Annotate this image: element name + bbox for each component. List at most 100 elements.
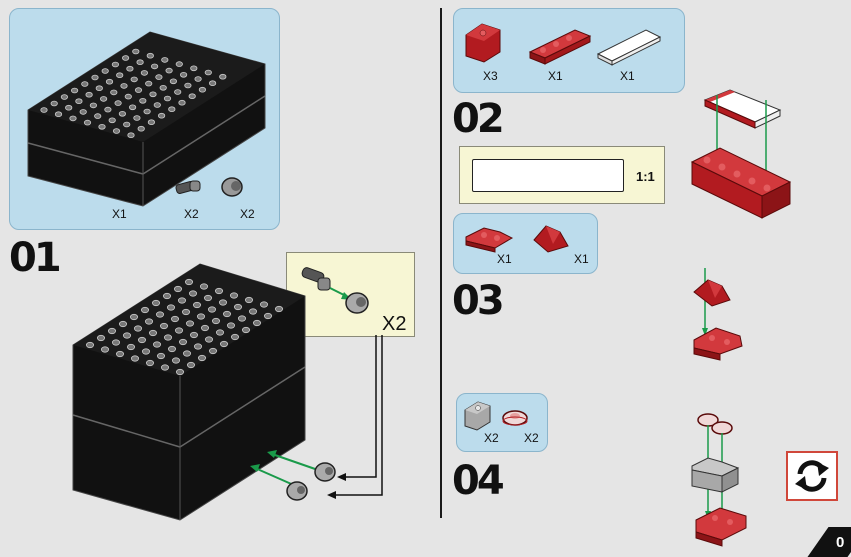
stud	[165, 67, 173, 74]
studs-large	[86, 278, 283, 376]
stud	[133, 115, 141, 121]
stud	[153, 102, 161, 108]
stud	[184, 82, 192, 89]
stud	[124, 93, 132, 100]
stud	[207, 306, 216, 313]
stud	[162, 292, 171, 300]
stud	[146, 52, 154, 59]
stud	[178, 99, 186, 106]
stud	[188, 290, 197, 297]
stud	[163, 95, 172, 102]
step-03-number: 03	[452, 278, 505, 324]
callout-bushing	[345, 292, 369, 314]
stud	[133, 325, 142, 332]
stud	[219, 73, 227, 80]
studs-small	[40, 48, 227, 139]
grey-bracket-part	[464, 401, 491, 431]
stud	[136, 59, 144, 65]
stud	[204, 336, 213, 343]
red-plate-part	[528, 29, 592, 65]
stud	[129, 313, 138, 321]
stud	[200, 324, 209, 332]
stud	[130, 355, 139, 362]
stud	[118, 111, 127, 117]
red-bracket-part	[465, 23, 501, 63]
stud	[159, 85, 167, 91]
stud	[173, 285, 182, 293]
step-02-part-qty-bracket: X3	[483, 69, 498, 83]
stud	[94, 113, 102, 119]
stud	[155, 74, 163, 80]
stud	[83, 119, 92, 126]
callout-pin	[301, 267, 331, 291]
stud	[188, 93, 196, 99]
stud	[230, 333, 239, 341]
step-01-number: 01	[9, 235, 62, 281]
stud	[145, 80, 153, 87]
stud	[123, 121, 131, 128]
white-tile-part	[596, 29, 662, 66]
stud	[71, 87, 79, 94]
page-number: 0	[836, 534, 845, 551]
stud	[101, 346, 110, 353]
stud	[130, 76, 138, 83]
step-01-callout-qty: X2	[382, 313, 407, 335]
stud	[137, 336, 146, 344]
stud	[101, 68, 109, 74]
step-01-part-qty-box: X1	[112, 207, 127, 221]
stud	[65, 104, 73, 111]
stud	[241, 326, 250, 334]
stud	[192, 301, 201, 309]
stud	[198, 86, 206, 93]
step-02-part-qty-plate: X1	[548, 69, 563, 83]
stud	[116, 72, 124, 78]
stud	[54, 111, 63, 117]
stud	[209, 80, 217, 86]
stud	[111, 61, 120, 68]
stud	[110, 89, 118, 96]
stud	[95, 85, 103, 91]
stud	[211, 317, 220, 325]
stud	[140, 70, 148, 76]
stud	[75, 98, 83, 104]
step-01-part-qty-pin: X2	[184, 207, 199, 221]
stud	[186, 361, 195, 369]
stud	[123, 332, 132, 339]
stud	[91, 74, 99, 81]
stud	[185, 320, 194, 327]
step-01-pin-part	[175, 180, 201, 194]
stud	[86, 341, 95, 349]
step-02-part-qty-tile: X1	[620, 69, 635, 83]
stud	[156, 352, 165, 360]
stud	[104, 106, 112, 113]
stud	[119, 320, 128, 328]
assembly-bushing-1	[314, 462, 336, 482]
stud	[226, 322, 235, 329]
rotate-model-button[interactable]	[786, 451, 838, 501]
stud	[194, 76, 202, 82]
red-slope-part	[533, 225, 569, 253]
stud	[105, 78, 114, 85]
stud	[218, 299, 227, 306]
step-04-part-qty-bracket: X2	[484, 431, 499, 445]
stud	[197, 354, 206, 362]
stud	[140, 306, 149, 314]
stud	[112, 339, 121, 346]
stud	[79, 109, 87, 115]
stud	[122, 55, 130, 61]
stud	[60, 94, 69, 100]
stud	[189, 331, 198, 339]
step-03-part-qty-slope: X1	[574, 252, 589, 266]
step-02-scale-tile	[472, 159, 624, 192]
round-plate-part	[502, 410, 528, 426]
stud	[171, 357, 180, 364]
stud	[259, 301, 268, 308]
stud	[40, 107, 48, 113]
stud	[237, 315, 246, 322]
stud	[229, 292, 238, 299]
stud	[219, 340, 228, 348]
stud	[134, 87, 143, 93]
stud	[108, 327, 117, 335]
stud	[81, 81, 89, 87]
